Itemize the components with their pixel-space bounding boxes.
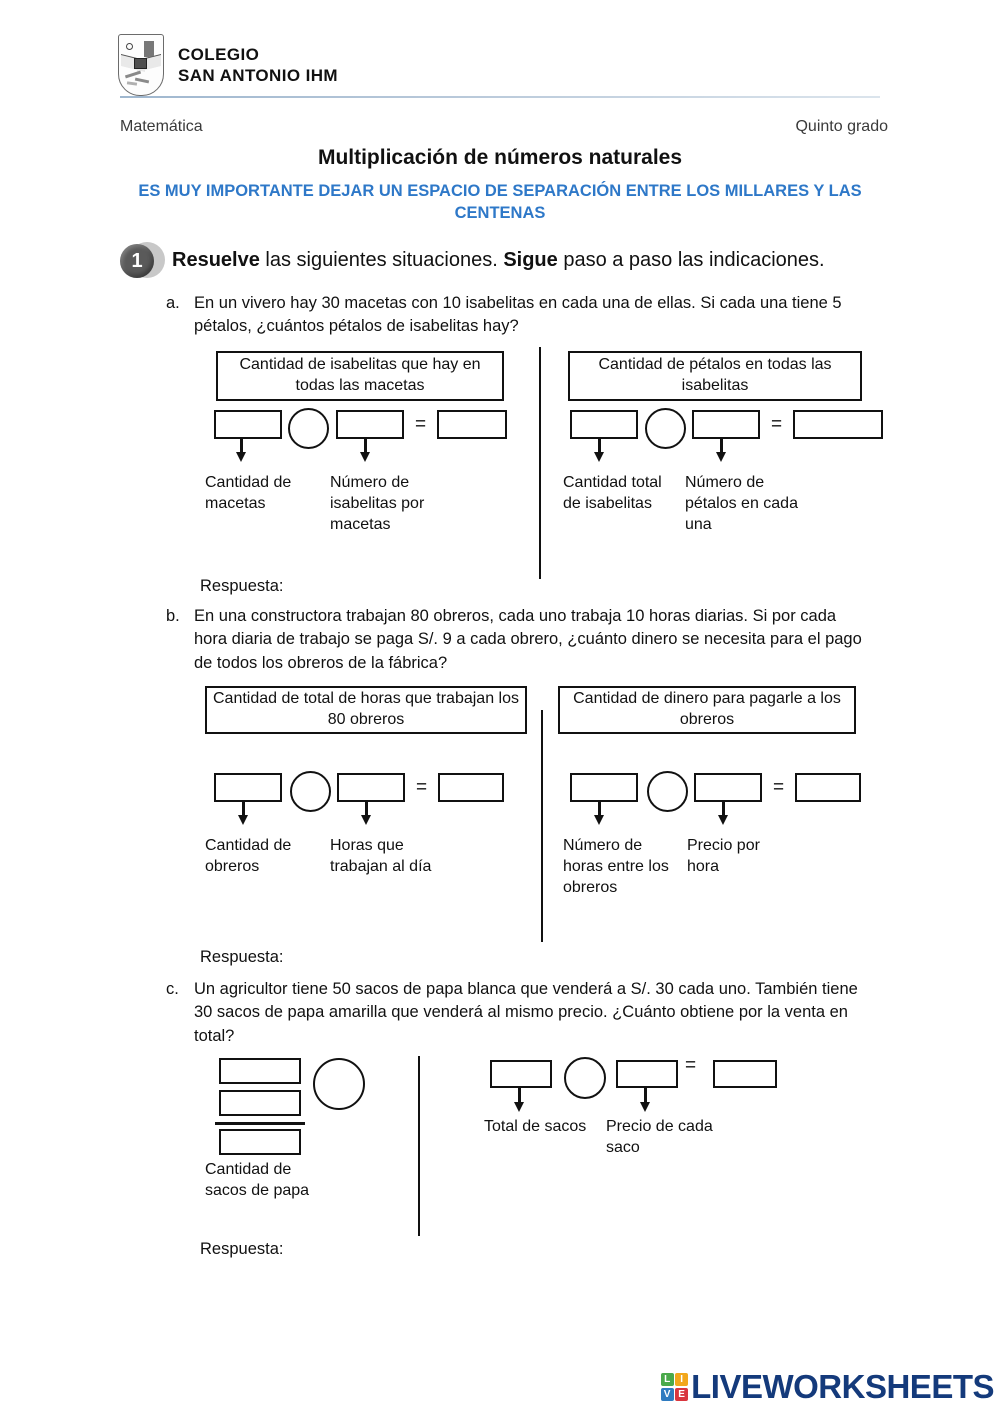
panel-a2-arrow-right bbox=[716, 438, 727, 462]
question-a: a. En un vivero hay 30 macetas con 10 is… bbox=[166, 292, 866, 339]
panel-c1-caption-left: Cantidad de sacos de papa bbox=[205, 1161, 310, 1199]
question-c-text: Un agricultor tiene 50 sacos de papa bla… bbox=[194, 980, 858, 1045]
panel-b1-header: Cantidad de total de horas que trabajan … bbox=[205, 686, 527, 734]
question-b-text: En una constructora trabajan 80 obreros,… bbox=[194, 607, 862, 672]
panel-b1-input-1[interactable] bbox=[214, 773, 282, 802]
logo-tile-l: L bbox=[660, 1373, 674, 1387]
header-divider bbox=[120, 96, 880, 98]
answer-label-a: Respuesta: bbox=[200, 577, 284, 595]
panel-b2-caption-right: Precio por hora bbox=[687, 837, 760, 875]
question-a-marker: a. bbox=[166, 294, 180, 312]
task-instruction: Resuelve las siguientes situaciones. Sig… bbox=[172, 249, 825, 272]
answer-label-b: Respuesta: bbox=[200, 948, 284, 966]
panel-b2-arrow-right bbox=[718, 801, 729, 825]
panel-b2-operator-circle[interactable] bbox=[647, 771, 688, 812]
school-header: COLEGIO SAN ANTONIO IHM bbox=[118, 34, 338, 96]
panel-c2-arrow-right bbox=[640, 1088, 651, 1112]
panel-b1-operator-circle[interactable] bbox=[290, 771, 331, 812]
panel-a2-result[interactable] bbox=[793, 410, 883, 439]
panel-a1-input-1[interactable] bbox=[214, 410, 282, 439]
subject-label: Matemática bbox=[120, 118, 203, 135]
panel-c1-addend-1[interactable] bbox=[219, 1058, 301, 1084]
panel-c1-sum-line bbox=[215, 1122, 305, 1125]
panel-a1-arrow-left bbox=[236, 438, 247, 462]
task-bold-2: Sigue bbox=[503, 248, 558, 271]
panel-c2-arrow-left bbox=[514, 1088, 525, 1112]
panel-a2-arrow-left bbox=[594, 438, 605, 462]
grade-label: Quinto grado bbox=[795, 118, 888, 135]
panel-c2-input-1[interactable] bbox=[490, 1060, 552, 1088]
panel-b2-input-2[interactable] bbox=[694, 773, 762, 802]
question-c: c. Un agricultor tiene 50 sacos de papa … bbox=[166, 978, 866, 1048]
panel-a1-equals: = bbox=[415, 414, 427, 435]
divider-c bbox=[418, 1056, 420, 1236]
important-notice: ES MUY IMPORTANTE DEJAR UN ESPACIO DE SE… bbox=[138, 182, 862, 223]
panel-b2-input-1[interactable] bbox=[570, 773, 638, 802]
school-name-line2: SAN ANTONIO IHM bbox=[178, 66, 338, 85]
panel-c2-result[interactable] bbox=[713, 1060, 777, 1088]
panel-a2-equals: = bbox=[771, 414, 783, 435]
task-heading: 1 Resuelve las siguientes situaciones. S… bbox=[118, 240, 825, 280]
logo-tile-i: I bbox=[675, 1373, 689, 1387]
panel-b1-arrow-right bbox=[361, 801, 372, 825]
panel-b2-caption-left: Número de horas entre los obreros bbox=[563, 837, 669, 896]
task-number-badge: 1 bbox=[118, 240, 172, 280]
panel-c1-operator-circle[interactable] bbox=[313, 1058, 365, 1110]
panel-a1-arrow-right bbox=[360, 438, 371, 462]
answer-label-c: Respuesta: bbox=[200, 1240, 284, 1258]
panel-a2-header: Cantidad de pétalos en todas las isabeli… bbox=[568, 351, 862, 401]
page-title: Multiplicación de números naturales bbox=[317, 146, 683, 169]
school-name-line1: COLEGIO bbox=[178, 44, 260, 64]
panel-a2-input-1[interactable] bbox=[570, 410, 638, 439]
question-c-marker: c. bbox=[166, 980, 179, 998]
panel-c2-caption-right: Precio de cada saco bbox=[606, 1118, 713, 1156]
panel-a1-header: Cantidad de isabelitas que hay en todas … bbox=[216, 351, 504, 401]
panel-b1-arrow-left bbox=[238, 801, 249, 825]
logo-tile-v: V bbox=[660, 1387, 674, 1401]
panel-b1-caption-right: Horas que trabajan al día bbox=[330, 837, 432, 875]
panel-a2-input-2[interactable] bbox=[692, 410, 760, 439]
divider-a bbox=[539, 347, 541, 579]
panel-b1-equals: = bbox=[416, 777, 428, 798]
task-number: 1 bbox=[120, 244, 154, 278]
panel-c2-operator-circle[interactable] bbox=[564, 1057, 606, 1099]
panel-a1-operator-circle[interactable] bbox=[288, 408, 329, 449]
panel-a2-operator-circle[interactable] bbox=[645, 408, 686, 449]
task-tail: paso a paso las indicaciones. bbox=[557, 248, 825, 271]
panel-c1-addend-2[interactable] bbox=[219, 1090, 301, 1116]
task-mid: las siguientes situaciones. bbox=[259, 248, 504, 271]
liveworksheets-tiles: L I V E bbox=[660, 1373, 689, 1401]
logo-tile-e: E bbox=[675, 1387, 689, 1401]
panel-c2-equals: = bbox=[685, 1055, 697, 1076]
task-bold-1: Resuelve bbox=[172, 248, 260, 271]
panel-b2-header: Cantidad de dinero para pagarle a los ob… bbox=[558, 686, 856, 734]
panel-c2-input-2[interactable] bbox=[616, 1060, 678, 1088]
panel-b1-input-2[interactable] bbox=[337, 773, 405, 802]
panel-b1-result[interactable] bbox=[438, 773, 504, 802]
panel-c1-sum-box[interactable] bbox=[219, 1129, 301, 1155]
panel-a1-caption-right: Número de isabelitas por macetas bbox=[330, 474, 425, 533]
panel-a1-input-2[interactable] bbox=[336, 410, 404, 439]
question-b: b. En una constructora trabajan 80 obrer… bbox=[166, 605, 866, 675]
panel-a1-result[interactable] bbox=[437, 410, 507, 439]
panel-a1-caption-left: Cantidad de macetas bbox=[205, 474, 292, 512]
question-b-marker: b. bbox=[166, 607, 180, 625]
school-name: COLEGIO SAN ANTONIO IHM bbox=[178, 44, 338, 87]
panel-b2-arrow-left bbox=[594, 801, 605, 825]
question-a-text: En un vivero hay 30 macetas con 10 isabe… bbox=[194, 294, 842, 336]
panel-b1-caption-left: Cantidad de obreros bbox=[205, 837, 292, 875]
panel-b2-equals: = bbox=[773, 777, 785, 798]
divider-b bbox=[541, 710, 543, 942]
liveworksheets-wordmark: LIVEWORKSHEETS bbox=[691, 1368, 994, 1405]
panel-b2-result[interactable] bbox=[795, 773, 861, 802]
panel-c2-caption-left: Total de sacos bbox=[484, 1118, 587, 1135]
panel-a2-caption-left: Cantidad total de isabelitas bbox=[563, 474, 662, 512]
panel-a2-caption-right: Número de pétalos en cada una bbox=[685, 474, 798, 533]
school-crest-icon bbox=[118, 34, 164, 96]
liveworksheets-logo[interactable]: L I V E LIVEWORKSHEETS bbox=[660, 1368, 994, 1406]
